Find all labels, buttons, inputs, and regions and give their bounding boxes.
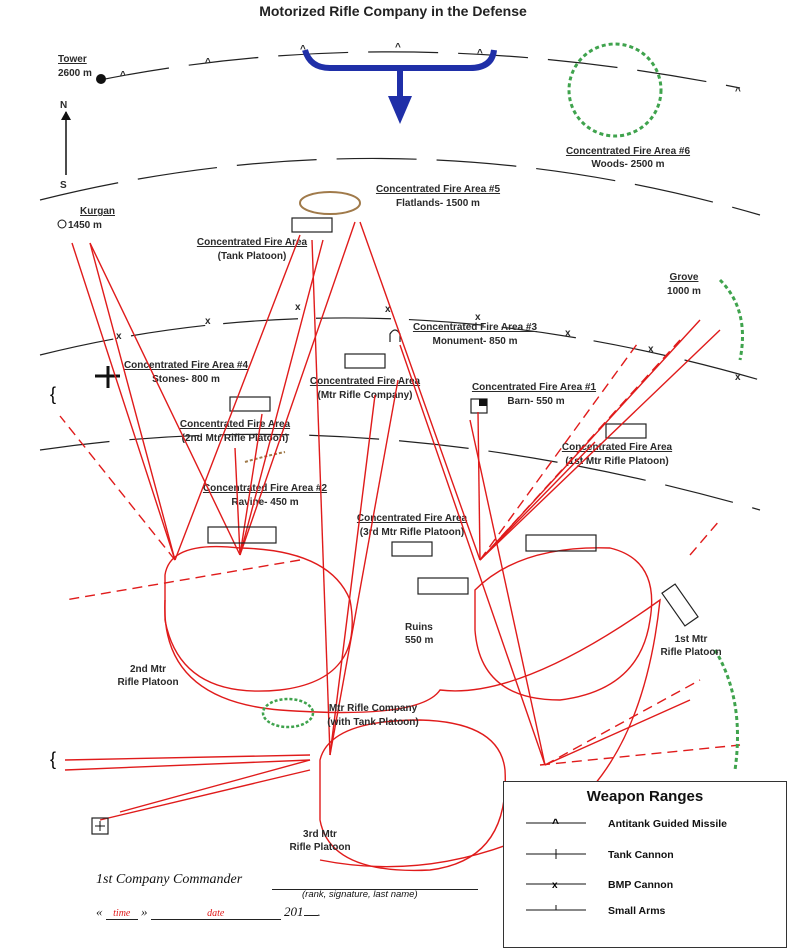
ravine-icon bbox=[244, 451, 286, 463]
bmp-column-icon bbox=[417, 577, 469, 595]
ruins-range: 550 m bbox=[405, 635, 433, 646]
kurgan-label: Kurgan bbox=[80, 206, 115, 217]
sun-icon bbox=[57, 219, 67, 229]
north-label: N bbox=[60, 100, 67, 111]
ruins-label: Ruins bbox=[405, 622, 433, 633]
date-field[interactable]: date bbox=[150, 908, 281, 920]
cfa-tank-name: Concentrated Fire Area bbox=[197, 237, 308, 248]
bmp-cannon-range-arc bbox=[39, 317, 761, 381]
cfa-3rd-name: Concentrated Fire Area bbox=[357, 513, 468, 524]
left-flank-marker-icon: { bbox=[50, 749, 56, 769]
cfa2-name: Concentrated Fire Area #2 bbox=[203, 483, 328, 494]
weapon-ranges-legend: Weapon Ranges ^ Antitank Guided Missile … bbox=[503, 781, 787, 948]
company-perimeter bbox=[164, 598, 661, 868]
medical-point-icon bbox=[91, 817, 109, 835]
svg-text:^: ^ bbox=[300, 44, 306, 55]
cfa3-name: Concentrated Fire Area #3 bbox=[413, 322, 538, 333]
trees-icon bbox=[713, 649, 739, 771]
platoon1-line1: 1st Mtr bbox=[675, 634, 708, 645]
signature-note: (rank, signature, last name) bbox=[302, 889, 418, 900]
cfa4-target: Stones- 800 m bbox=[152, 374, 220, 385]
cfa3-target: Monument- 850 m bbox=[432, 336, 517, 347]
left-flank-marker-icon: { bbox=[50, 384, 56, 404]
svg-text:^: ^ bbox=[477, 48, 483, 59]
svg-text:x: x bbox=[295, 302, 301, 313]
bmp-column-icon bbox=[525, 534, 597, 552]
cfa-2nd-name: Concentrated Fire Area bbox=[180, 419, 291, 430]
svg-text:x: x bbox=[205, 316, 211, 327]
svg-text:x: x bbox=[565, 328, 571, 339]
bmp-marks: x x x x x x x x bbox=[116, 302, 741, 383]
trees-icon bbox=[261, 697, 315, 729]
atgm-range-arc bbox=[99, 51, 741, 89]
kurgan-range: 1450 m bbox=[68, 220, 102, 231]
svg-text:x: x bbox=[735, 372, 741, 383]
commander-line: 1st Company Commander bbox=[96, 872, 243, 887]
cfa-1st-target: (1st Mtr Rifle Platoon) bbox=[565, 456, 668, 467]
svg-text:^: ^ bbox=[205, 57, 211, 68]
cfa6-target: Woods- 2500 m bbox=[591, 159, 664, 170]
cfa-3rd-target: (3rd Mtr Rifle Platoon) bbox=[360, 527, 464, 538]
year-field[interactable] bbox=[303, 915, 318, 916]
trees-icon bbox=[718, 278, 744, 361]
line-end: . bbox=[317, 904, 321, 919]
svg-text:x: x bbox=[116, 331, 122, 342]
cfa-1st-name: Concentrated Fire Area bbox=[562, 442, 673, 453]
cfa4-name: Concentrated Fire Area #4 bbox=[124, 360, 249, 371]
year-prefix: 201 bbox=[284, 904, 304, 919]
platoon3-line2: Rifle Platoon bbox=[289, 842, 350, 853]
company-line2: (with Tank Platoon) bbox=[327, 717, 418, 728]
platoon2-position bbox=[164, 545, 353, 692]
svg-text:^: ^ bbox=[395, 42, 401, 53]
bmp-column-icon bbox=[207, 526, 277, 544]
svg-text:x: x bbox=[475, 312, 481, 323]
close-quote: » bbox=[141, 904, 148, 919]
cfa5-name: Concentrated Fire Area #5 bbox=[376, 184, 501, 195]
woods-icon bbox=[567, 42, 663, 138]
time-field[interactable]: time bbox=[105, 908, 138, 920]
platoon3-line1: 3rd Mtr bbox=[303, 829, 337, 840]
platoon2-line2: Rifle Platoon bbox=[117, 677, 178, 688]
cfa1-name: Concentrated Fire Area #1 bbox=[472, 382, 597, 393]
legend-title: Weapon Ranges bbox=[586, 788, 704, 805]
platoon1-line2: Rifle Platoon bbox=[660, 647, 721, 658]
platoon1-position bbox=[474, 547, 653, 701]
grove-label: Grove bbox=[670, 272, 699, 283]
cfa2-target: Ravine- 450 m bbox=[231, 497, 298, 508]
company-line1: Mtr Rifle Company bbox=[329, 703, 418, 714]
small-arms-range-arc bbox=[39, 433, 761, 511]
grove-range: 1000 m bbox=[667, 286, 701, 297]
cfa1-target: Barn- 550 m bbox=[507, 396, 564, 407]
svg-text:^: ^ bbox=[120, 70, 126, 81]
svg-text:x: x bbox=[648, 344, 654, 355]
svg-text:^: ^ bbox=[735, 86, 741, 97]
tower-label: Tower bbox=[58, 54, 87, 65]
flatlands-icon bbox=[299, 191, 361, 215]
cfa-2nd-target: (2nd Mtr Rifle Platoon) bbox=[182, 433, 289, 444]
tower-range: 2600 m bbox=[58, 68, 92, 79]
platoon2-line1: 2nd Mtr bbox=[130, 664, 166, 675]
cfa-mrc-name: Concentrated Fire Area bbox=[310, 376, 421, 387]
svg-text:x: x bbox=[552, 880, 558, 891]
open-quote: « bbox=[96, 904, 103, 919]
cfa-tank-target: (Tank Platoon) bbox=[218, 251, 287, 262]
tower-icon bbox=[96, 74, 106, 84]
fire-lines bbox=[59, 221, 741, 821]
map-title: Motorized Rifle Company in the Defense bbox=[259, 3, 527, 19]
atgm-marks: ^ ^ ^ ^ ^ ^ bbox=[120, 42, 741, 97]
bmp-column-icon bbox=[661, 583, 699, 627]
svg-text:^: ^ bbox=[552, 816, 559, 830]
cfa6-name: Concentrated Fire Area #6 bbox=[566, 146, 691, 157]
svg-text:x: x bbox=[385, 304, 391, 315]
cfa5-target: Flatlands- 1500 m bbox=[396, 198, 480, 209]
signature-line bbox=[272, 889, 478, 890]
cfa-mrc-target: (Mtr Rifle Company) bbox=[318, 390, 413, 401]
south-label: S bbox=[60, 180, 67, 191]
tank-cannon-range-arc bbox=[39, 157, 761, 216]
date-line: « time » date 201. bbox=[96, 904, 321, 920]
